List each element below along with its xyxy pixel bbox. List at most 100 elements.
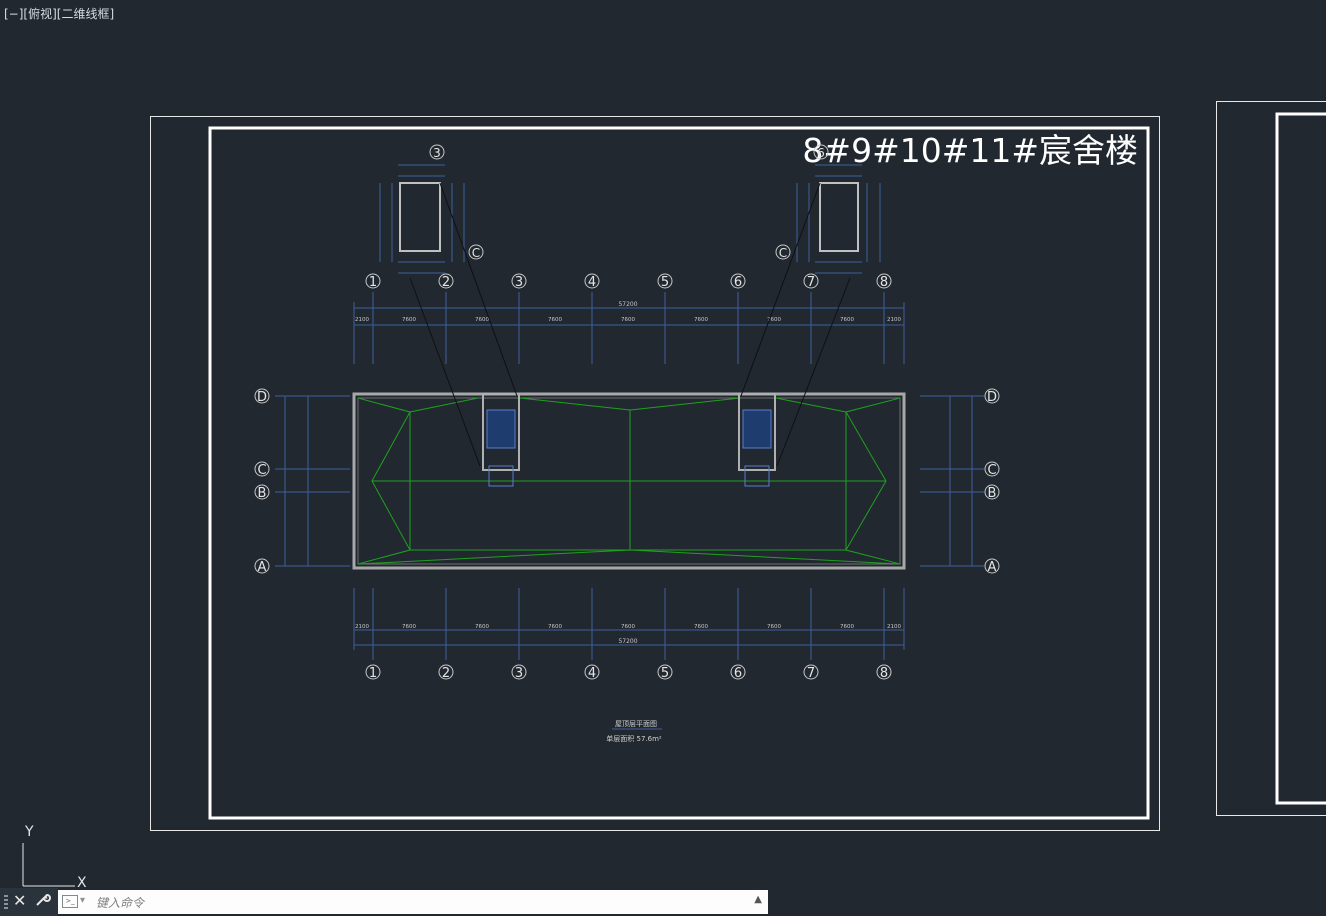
command-input[interactable] xyxy=(94,892,738,913)
wrench-icon[interactable] xyxy=(35,891,51,911)
axis-bubble-bottom-2: 2 xyxy=(438,664,454,681)
svg-text:6: 6 xyxy=(734,275,742,290)
svg-text:2: 2 xyxy=(442,275,450,290)
detail-axis-bubble-right-side: C xyxy=(775,244,791,260)
svg-text:4: 4 xyxy=(588,666,596,681)
svg-text:D: D xyxy=(257,390,267,405)
axis-bubble-top-8: 8 xyxy=(876,273,892,290)
top-dimension-label: 7600 xyxy=(840,317,854,323)
axis-bubble-left-D: D xyxy=(254,388,270,405)
sheet-inner-border xyxy=(208,126,1150,820)
bottom-dimension-label: 7600 xyxy=(402,624,416,630)
detail-axis-bubble-right-top: 6 xyxy=(813,144,829,160)
axis-bubble-top-4: 4 xyxy=(584,273,600,290)
svg-text:3: 3 xyxy=(515,275,523,290)
command-input-container[interactable]: >_ ▾ ▲ xyxy=(58,890,768,914)
close-icon[interactable]: ✕ xyxy=(13,891,27,910)
chevron-up-icon[interactable]: ▲ xyxy=(754,894,762,905)
axis-bubble-top-7: 7 xyxy=(803,273,819,290)
bottom-dimension-label: 7600 xyxy=(840,624,854,630)
top-dimension-label: 7600 xyxy=(402,317,416,323)
svg-text:1: 1 xyxy=(369,666,377,681)
axis-bubble-right-B: B xyxy=(984,484,1000,501)
second-sheet-outer-border xyxy=(1216,101,1326,816)
top-overall-dimension: 57200 xyxy=(618,301,637,308)
svg-text:C: C xyxy=(472,246,480,260)
svg-text:B: B xyxy=(988,486,997,501)
axis-bubble-top-1: 1 xyxy=(365,273,381,290)
axis-bubble-bottom-3: 3 xyxy=(511,664,527,681)
svg-text:1: 1 xyxy=(369,275,377,290)
bottom-dimension-label: 7600 xyxy=(621,624,635,630)
axis-bubble-top-3: 3 xyxy=(511,273,527,290)
axis-bubble-top-2: 2 xyxy=(438,273,454,290)
area-note: 单层面积 57.6m² xyxy=(606,734,662,743)
command-line-handle[interactable]: ✕ xyxy=(0,888,58,916)
svg-text:8: 8 xyxy=(880,666,888,681)
stair-well-right xyxy=(738,393,776,487)
axis-bubble-bottom-4: 4 xyxy=(584,664,600,681)
axis-bubble-left-C: C xyxy=(254,461,270,478)
detail-axis-bubble-left-top: 3 xyxy=(429,144,445,160)
bottom-dimension-label: 7600 xyxy=(694,624,708,630)
top-dimension-label: 7600 xyxy=(475,317,489,323)
top-dimension-label: 2100 xyxy=(887,317,901,323)
axis-bubble-left-A: A xyxy=(254,558,270,575)
command-prompt-icon[interactable]: >_ xyxy=(62,895,78,908)
svg-text:5: 5 xyxy=(661,666,669,681)
axis-bubble-bottom-7: 7 xyxy=(803,664,819,681)
stair-well-left xyxy=(482,393,520,487)
svg-text:B: B xyxy=(258,486,267,501)
svg-text:C: C xyxy=(779,246,787,260)
drawing-subtitle: 屋顶层平面图 xyxy=(615,720,657,728)
ucs-y-label: Y xyxy=(25,824,34,840)
svg-text:6: 6 xyxy=(734,666,742,681)
axis-bubble-right-D: D xyxy=(984,388,1000,405)
svg-text:C: C xyxy=(257,463,266,478)
axis-bubble-top-6: 6 xyxy=(730,273,746,290)
drawing-title: 8#9#10#11#宸舍楼 xyxy=(802,131,1138,170)
sheet-outer-border xyxy=(150,116,1160,831)
svg-text:2: 2 xyxy=(442,666,450,681)
side-dimension-lines xyxy=(284,396,973,566)
axis-bubble-top-5: 5 xyxy=(657,273,673,290)
chevron-down-icon[interactable]: ▾ xyxy=(80,895,86,906)
axis-bubble-left-B: B xyxy=(254,484,270,501)
svg-text:A: A xyxy=(988,560,997,575)
top-dimension-label: 2100 xyxy=(355,317,369,323)
svg-text:D: D xyxy=(987,390,997,405)
bottom-overall-dimension: 57200 xyxy=(618,638,637,645)
ucs-x-label: X xyxy=(77,875,87,891)
bottom-dimension-label: 7600 xyxy=(475,624,489,630)
bottom-dimension-label: 2100 xyxy=(355,624,369,630)
svg-text:7: 7 xyxy=(807,275,815,290)
svg-text:C: C xyxy=(987,463,996,478)
bottom-dimension-label: 7600 xyxy=(548,624,562,630)
svg-text:A: A xyxy=(258,560,267,575)
detail-axis-bubble-left-side: C xyxy=(468,244,484,260)
drag-grip-icon[interactable] xyxy=(4,895,8,909)
axis-bubble-right-A: A xyxy=(984,558,1000,575)
axis-bubble-right-C: C xyxy=(984,461,1000,478)
svg-text:3: 3 xyxy=(515,666,523,681)
ucs-icon xyxy=(22,843,75,887)
axis-bubble-bottom-5: 5 xyxy=(657,664,673,681)
building-roof-inner xyxy=(357,397,901,565)
roof-slope-lines xyxy=(357,397,901,565)
top-dimension-label: 7600 xyxy=(621,317,635,323)
svg-text:3: 3 xyxy=(433,146,441,160)
bottom-dimension-label: 7600 xyxy=(767,624,781,630)
svg-text:8: 8 xyxy=(880,275,888,290)
top-dimension-label: 7600 xyxy=(548,317,562,323)
command-line-bar: ✕ >_ ▾ ▲ xyxy=(0,888,770,916)
building-roof-outline xyxy=(352,392,906,570)
viewport-controls-label[interactable]: [−][俯视][二维线框] xyxy=(4,7,115,21)
svg-text:5: 5 xyxy=(661,275,669,290)
top-dimension-label: 7600 xyxy=(694,317,708,323)
axis-bubble-bottom-8: 8 xyxy=(876,664,892,681)
stair-detail-right xyxy=(740,164,881,467)
